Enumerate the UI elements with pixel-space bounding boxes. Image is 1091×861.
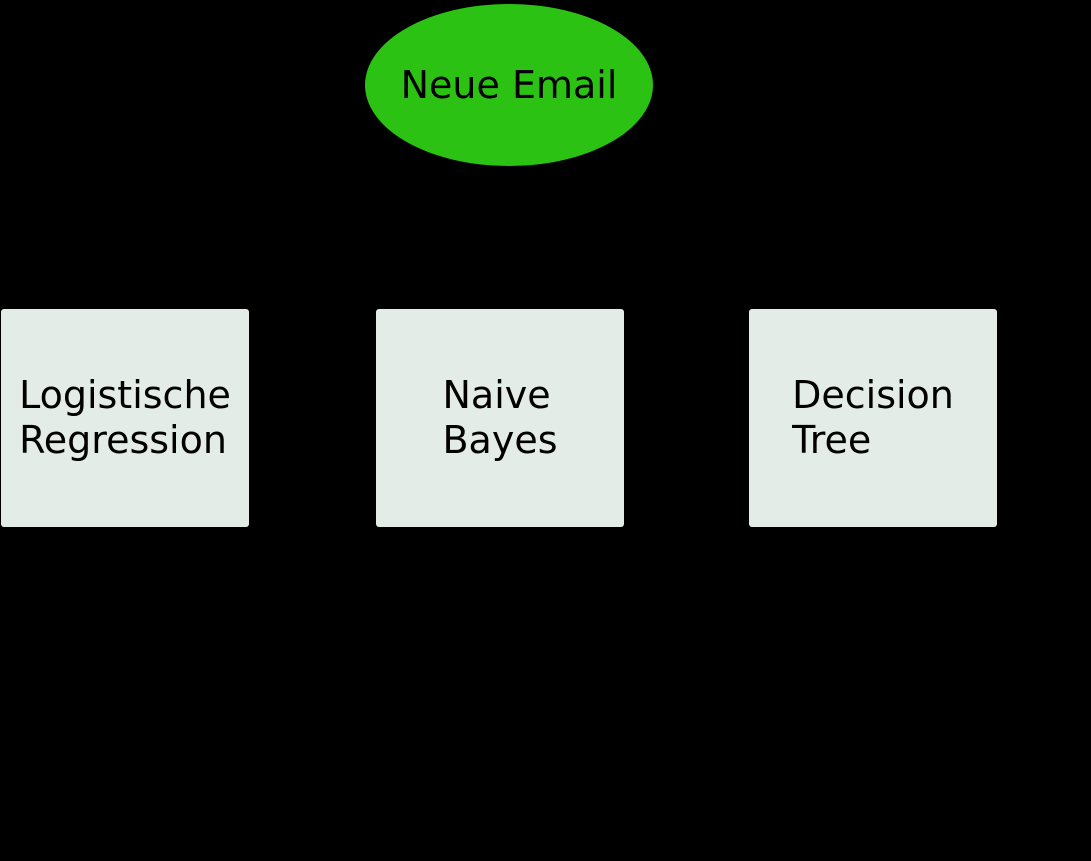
- node-decision-tree: Decision Tree: [749, 309, 997, 527]
- label-line-2: Tree: [792, 418, 872, 462]
- node-naive-bayes: Naive Bayes: [376, 309, 624, 527]
- node-logistische-regression: Logistische Regression: [1, 309, 249, 527]
- edge-neue-email-to-logistische-regression: [129, 167, 501, 300]
- node-decision-tree-label: Decision Tree: [792, 373, 954, 463]
- label-line-1: Naive: [442, 373, 551, 417]
- label-line-2: Regression: [19, 418, 227, 462]
- node-naive-bayes-label: Naive Bayes: [442, 373, 557, 463]
- edge-neue-email-to-decision-tree: [499, 167, 873, 300]
- label-line-1: Decision: [792, 373, 954, 417]
- label-line-2: Bayes: [442, 418, 558, 462]
- node-neue-email-label: Neue Email: [400, 62, 618, 107]
- node-logistische-regression-label: Logistische Regression: [19, 373, 231, 463]
- label-line-1: Logistische: [19, 373, 231, 417]
- node-neue-email: Neue Email: [365, 4, 653, 166]
